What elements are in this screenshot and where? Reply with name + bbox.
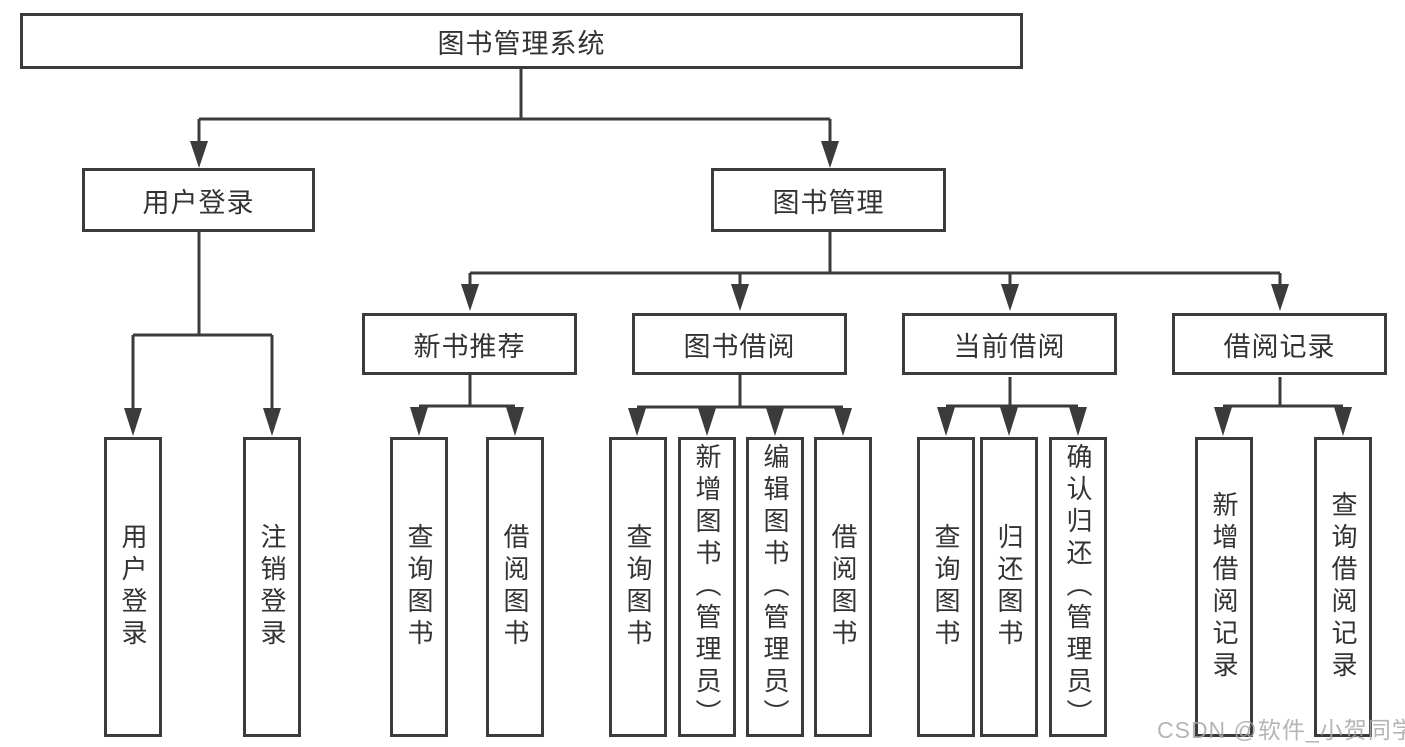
arrowhead-icon xyxy=(190,141,208,168)
arrowhead-icon xyxy=(698,408,716,436)
connector-root xyxy=(197,67,832,144)
node-root-system: 图书管理系统 xyxy=(20,13,1023,69)
leaf-label: 新增借阅记录 xyxy=(1209,491,1239,683)
leaf-user-login: 用户登录 xyxy=(104,437,162,737)
node-label: 借阅记录 xyxy=(1223,331,1336,362)
arrowhead-icon xyxy=(1001,284,1019,311)
leaf-label: 归还图书 xyxy=(994,523,1024,651)
node-label: 图书管理 xyxy=(772,187,885,218)
connector-book-management xyxy=(468,232,1282,286)
node-current-borrow: 当前借阅 xyxy=(902,313,1117,375)
arrowhead-icon xyxy=(410,407,428,436)
arrowhead-icon xyxy=(1000,407,1018,436)
node-borrow-records: 借阅记录 xyxy=(1172,313,1387,375)
leaf-label: 确认归还（管理员） xyxy=(1063,443,1093,731)
leaf-confirm-return-admin: 确认归还（管理员） xyxy=(1049,437,1107,737)
leaf-add-book-admin: 新增图书（管理员） xyxy=(678,437,736,737)
arrowhead-icon xyxy=(731,284,749,311)
node-label: 用户登录 xyxy=(142,187,255,218)
leaf-add-borrow-record: 新增借阅记录 xyxy=(1195,437,1253,737)
arrowhead-icon xyxy=(263,408,281,436)
arrowhead-icon xyxy=(461,284,479,311)
leaf-query-book-2: 查询图书 xyxy=(609,437,667,737)
leaf-return-book: 归还图书 xyxy=(980,437,1038,737)
leaf-label: 查询图书 xyxy=(404,523,434,651)
leaf-label: 借阅图书 xyxy=(828,523,858,651)
leaf-label: 注销登录 xyxy=(257,523,287,651)
leaf-query-book-1: 查询图书 xyxy=(390,437,448,737)
leaf-label: 编辑图书（管理员） xyxy=(760,443,790,731)
arrowheads xyxy=(124,141,1352,436)
node-label: 当前借阅 xyxy=(953,331,1066,362)
arrowhead-icon xyxy=(506,407,524,436)
connector-borrow-records xyxy=(1223,377,1343,408)
leaf-label: 借阅图书 xyxy=(500,523,530,651)
leaf-borrow-book-1: 借阅图书 xyxy=(486,437,544,737)
leaf-query-book-3: 查询图书 xyxy=(917,437,975,737)
node-label: 图书借阅 xyxy=(683,331,796,362)
connector-user-login xyxy=(131,232,274,410)
leaf-label: 新增图书（管理员） xyxy=(692,443,722,731)
node-user-login: 用户登录 xyxy=(82,168,315,232)
arrowhead-icon xyxy=(628,408,646,436)
node-book-borrow: 图书借阅 xyxy=(632,313,847,375)
leaf-edit-book-admin: 编辑图书（管理员） xyxy=(746,437,804,737)
leaf-label: 查询借阅记录 xyxy=(1328,491,1358,683)
arrowhead-icon xyxy=(766,408,784,436)
leaf-label: 用户登录 xyxy=(118,523,148,651)
connector-new-book xyxy=(419,375,515,408)
leaf-borrow-book-2: 借阅图书 xyxy=(814,437,872,737)
node-book-management: 图书管理 xyxy=(711,168,946,232)
arrowhead-icon xyxy=(1214,407,1232,436)
node-new-book-recommend: 新书推荐 xyxy=(362,313,577,375)
leaf-logout: 注销登录 xyxy=(243,437,301,737)
csdn-watermark: CSDN @软件_小贺同学 xyxy=(1157,717,1405,743)
leaf-label: 查询图书 xyxy=(931,523,961,651)
arrowhead-icon xyxy=(124,408,142,436)
connector-book-borrow xyxy=(637,375,843,409)
node-label: 新书推荐 xyxy=(413,331,526,362)
leaf-query-borrow-record: 查询借阅记录 xyxy=(1314,437,1372,737)
arrowhead-icon xyxy=(821,141,839,168)
arrowhead-icon xyxy=(1334,407,1352,436)
arrowhead-icon xyxy=(937,407,955,436)
arrowhead-icon xyxy=(1271,284,1289,311)
connector-current-borrow xyxy=(946,377,1078,408)
arrowhead-icon xyxy=(834,408,852,436)
leaf-label: 查询图书 xyxy=(623,523,653,651)
arrowhead-icon xyxy=(1069,407,1087,436)
node-root-label: 图书管理系统 xyxy=(437,28,606,59)
